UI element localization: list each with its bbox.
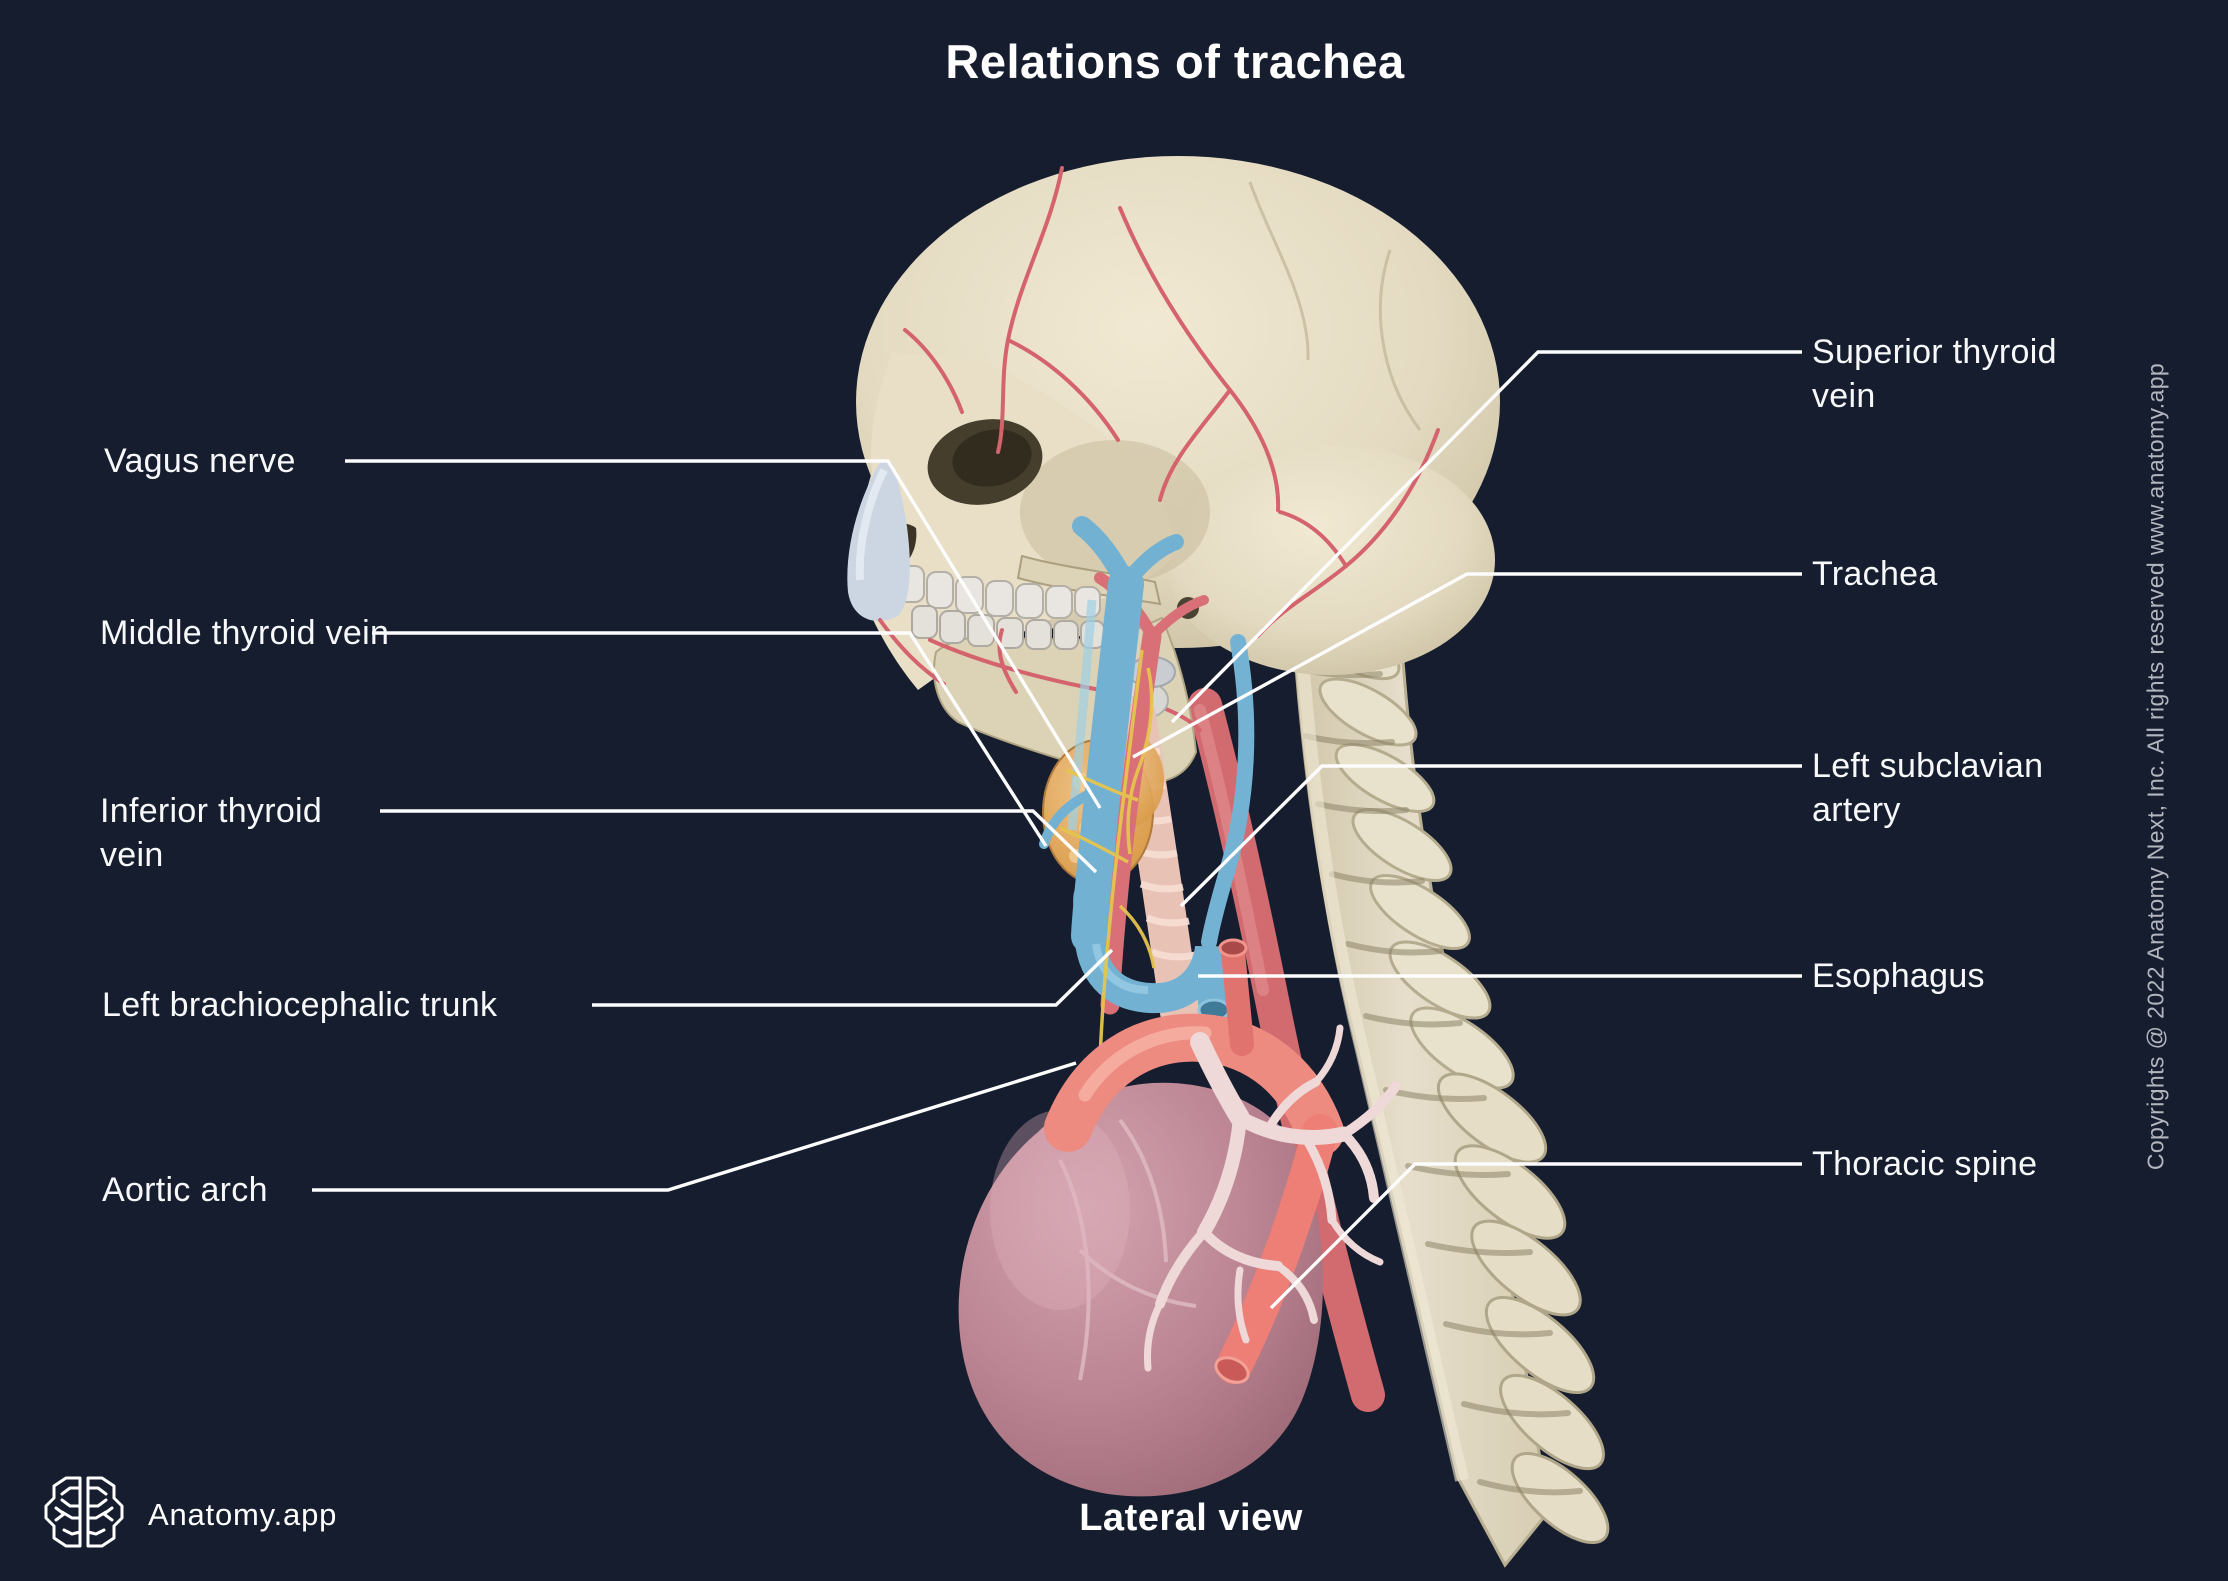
label-thoracic-spine: Thoracic spine	[1812, 1145, 2038, 1183]
leader-line-inferior-thyroid-vein	[380, 809, 1098, 874]
leader-line-superior-thyroid-vein	[1170, 350, 1802, 724]
leader-line-left-subclavian-artery	[1179, 764, 1802, 908]
brand-name: Anatomy.app	[148, 1496, 338, 1532]
label-aortic-arch: Aortic arch	[102, 1171, 268, 1209]
label-inferior-thyroid-vein: Inferior thyroid vein	[100, 792, 323, 874]
label-esophagus: Esophagus	[1812, 957, 1985, 995]
label-left-brachiocephalic-trunk: Left brachiocephalic trunk	[102, 986, 498, 1024]
jugular-vein	[1039, 516, 1231, 1022]
subclavian-artery	[1221, 940, 1254, 1056]
brain-icon	[42, 1474, 126, 1555]
leader-line-vagus-nerve	[345, 459, 1102, 809]
label-vagus-nerve: Vagus nerve	[104, 442, 296, 480]
label-trachea: Trachea	[1812, 555, 1938, 593]
leader-line-middle-thyroid-vein	[372, 631, 1048, 847]
spine	[1290, 610, 1610, 1568]
label-left-subclavian-artery: Left subclavian artery	[1812, 747, 2044, 829]
copyright-text: Copyrights @ 2022 Anatomy Next, Inc. All…	[2142, 362, 2169, 1171]
brand: Anatomy.app	[42, 1474, 337, 1555]
page-title: Relations of trachea	[945, 35, 1405, 88]
leader-line-trachea	[1132, 572, 1802, 759]
leader-line-aortic-arch	[312, 1061, 1077, 1192]
chest	[958, 938, 1401, 1497]
label-superior-thyroid-vein: Superior thyroid vein	[1812, 333, 2057, 415]
leader-line-left-brachiocephalic-trunk	[592, 948, 1114, 1007]
leader-line-thoracic-spine	[1269, 1162, 1802, 1310]
label-middle-thyroid-vein: Middle thyroid vein	[100, 614, 390, 652]
bronchial-tree	[1144, 1024, 1401, 1372]
view-label: Lateral view	[1079, 1497, 1303, 1539]
